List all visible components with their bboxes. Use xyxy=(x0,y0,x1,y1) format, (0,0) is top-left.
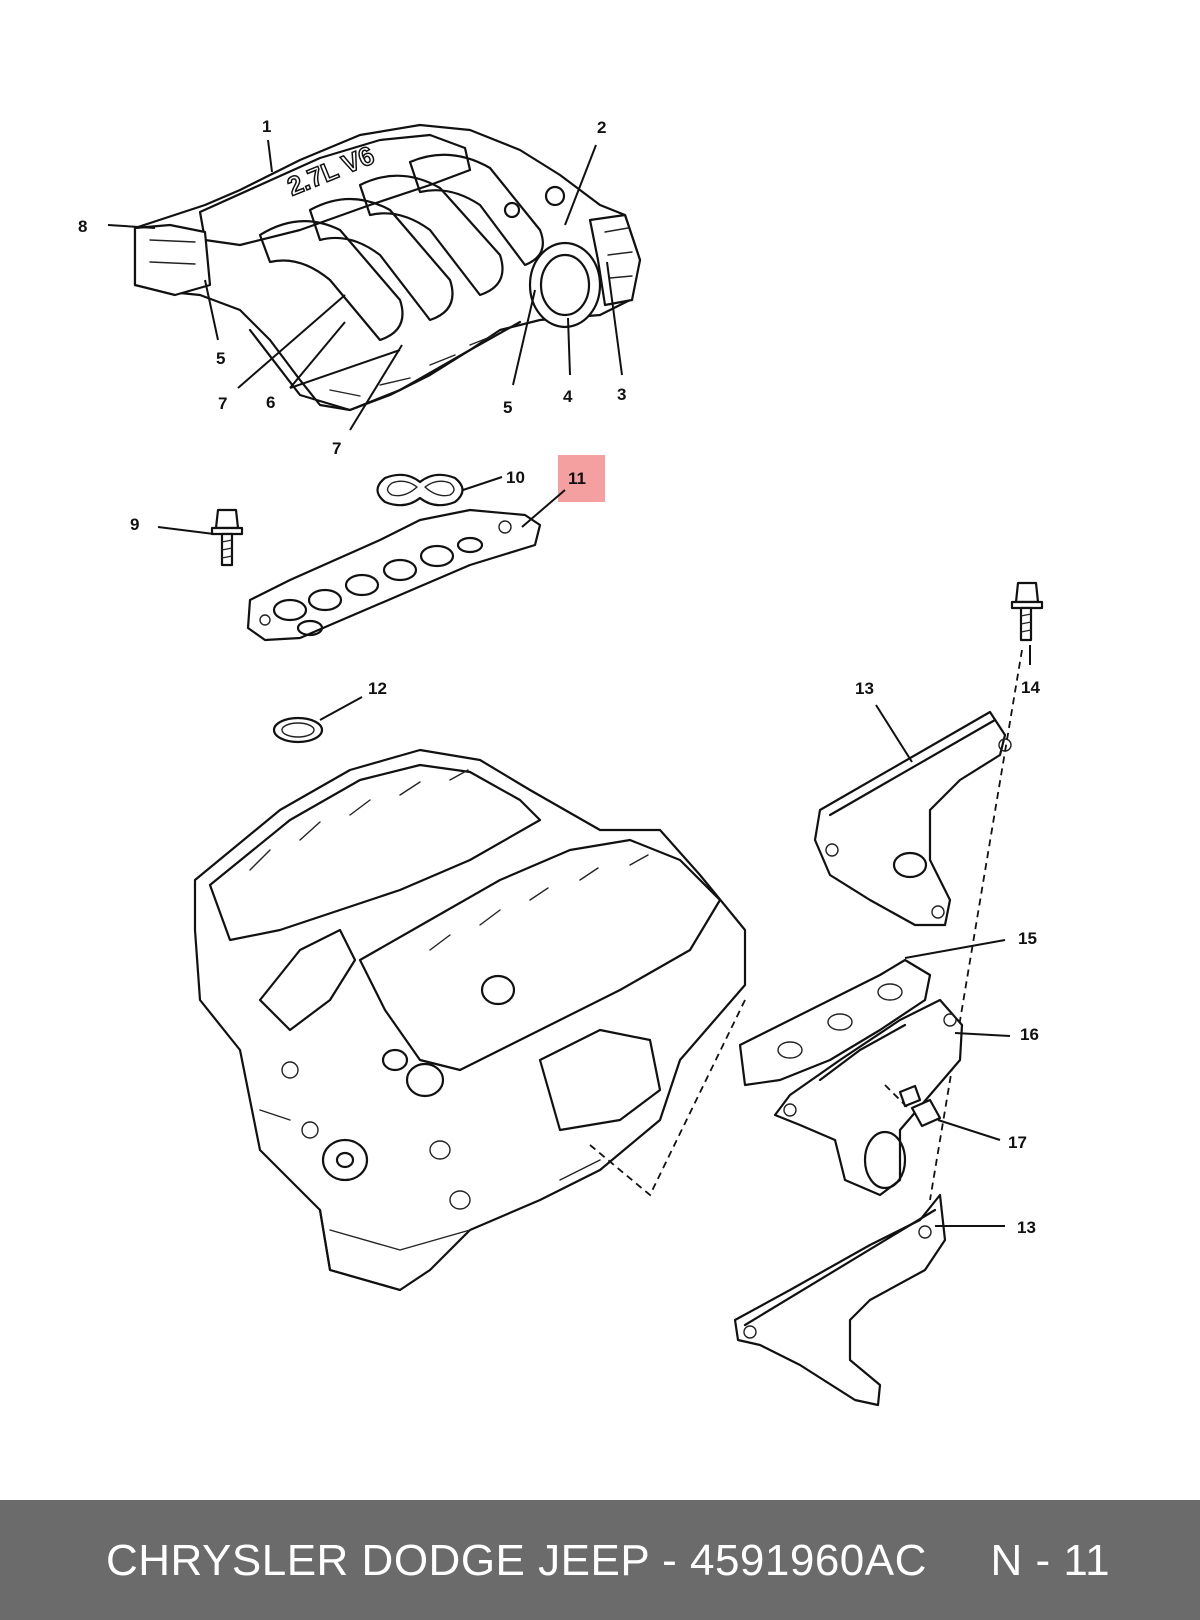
alignment-dashline xyxy=(929,649,1023,1201)
callout-4: 4 xyxy=(563,387,573,406)
assembly-dashline xyxy=(589,999,746,1197)
callout-3: 3 xyxy=(617,385,626,404)
exhaust-manifold-16 xyxy=(773,998,964,1197)
callout-15: 15 xyxy=(1018,929,1037,948)
callout-10: 10 xyxy=(506,468,525,487)
o-ring-12 xyxy=(272,716,324,744)
engine-block xyxy=(193,748,747,1292)
bolt-9 xyxy=(210,508,244,567)
heat-shield-upper-13 xyxy=(813,710,1012,927)
callout-6: 6 xyxy=(266,393,275,412)
callout-9: 9 xyxy=(130,515,139,534)
callout-17: 17 xyxy=(1008,1133,1027,1152)
footer-bar: CHRYSLER DODGE JEEP - 4591960AC N - 11 xyxy=(0,1500,1200,1620)
callout-14: 14 xyxy=(1021,678,1040,697)
callout-11: 11 xyxy=(568,469,586,488)
callout-12: 12 xyxy=(368,679,387,698)
bolt-14 xyxy=(1010,581,1044,642)
callout-7b: 7 xyxy=(332,439,341,458)
manifold-gasket-11 xyxy=(246,508,542,642)
parts-diagram: 2.7L V6 1 2 3 4 5 5 8 xyxy=(78,117,1044,1407)
exhaust-gasket-15 xyxy=(738,958,932,1087)
gasket-10 xyxy=(376,473,464,507)
heat-shield-lower-13 xyxy=(733,1193,947,1407)
callout-5a: 5 xyxy=(216,349,225,368)
part-number-caption: CHRYSLER DODGE JEEP - 4591960AC N - 11 xyxy=(106,1536,1111,1585)
callout-16: 16 xyxy=(1020,1025,1039,1044)
oxygen-sensor-17 xyxy=(898,1084,942,1128)
callout-7a: 7 xyxy=(218,394,227,413)
callouts-intake: 1 2 3 4 5 5 8 6 7 7 xyxy=(78,117,626,458)
callout-5b: 5 xyxy=(503,398,512,417)
callout-13b: 13 xyxy=(1017,1218,1036,1237)
callout-1: 1 xyxy=(262,117,271,136)
intake-manifold: 2.7L V6 xyxy=(133,123,642,412)
callout-8: 8 xyxy=(78,217,87,236)
highlight-11 xyxy=(558,455,605,502)
callout-13a: 13 xyxy=(855,679,874,698)
callout-2: 2 xyxy=(597,118,606,137)
